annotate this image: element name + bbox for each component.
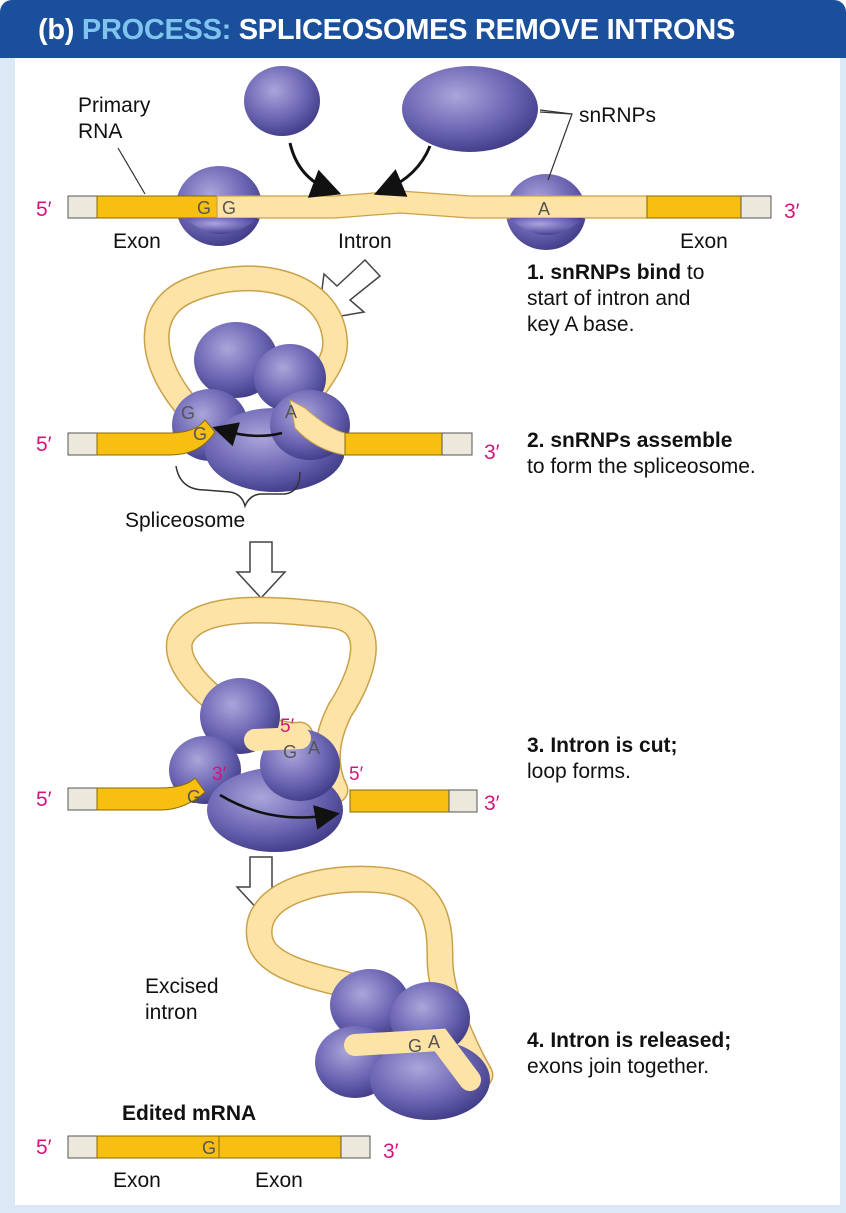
snrnps-label: snRNPs — [579, 104, 656, 127]
cap-5prime — [68, 196, 97, 218]
five-prime-label-2: 5′ — [36, 433, 52, 456]
stage-4-intron-released: G A Excised intron Edited mRNA G 5′ 3′ E… — [36, 879, 490, 1192]
step-3-line2: loop forms. — [527, 760, 631, 783]
three-prime-label-2: 3′ — [484, 441, 500, 464]
stage-2-spliceosome-assembly: G G A 5′ 3′ Spliceosome — [36, 278, 500, 532]
step-1-caption: 1. snRNPs bind to start of intron and ke… — [527, 260, 704, 338]
step-2-title: 2. snRNPs assemble — [527, 429, 732, 452]
snrnps-leader — [540, 110, 572, 180]
exon-right-mrna — [219, 1136, 341, 1158]
exon-label-mrna-left: Exon — [113, 1169, 161, 1192]
base-g-mrna: G — [202, 1138, 216, 1158]
step-4-title: 4. Intron is released; — [527, 1029, 731, 1052]
base-g-stage3-exon: G — [187, 787, 201, 807]
bind-arrow-left — [290, 143, 330, 190]
base-a-stage4: A — [428, 1032, 440, 1052]
five-prime-loop-label: 5′ — [280, 716, 295, 737]
base-g-exon-end: G — [197, 198, 211, 218]
step-1-inline: to — [681, 261, 704, 284]
step-3-title: 3. Intron is cut; — [527, 734, 678, 757]
excised-intron-label-line2: intron — [145, 1001, 198, 1024]
step-1-line2: start of intron and — [527, 287, 690, 310]
five-prime-label-1: 5′ — [36, 198, 52, 221]
bind-arrow-right — [385, 146, 430, 190]
step-2-caption: 2. snRNPs assemble to form the spliceoso… — [527, 428, 756, 480]
five-prime-exon-start-label: 5′ — [349, 764, 364, 785]
step-2-line2: to form the spliceosome. — [527, 455, 756, 478]
base-a-stage2: A — [285, 402, 297, 422]
base-g-intron-start: G — [222, 198, 236, 218]
three-prime-exon-end-label: 3′ — [212, 764, 227, 785]
stage-1-primary-rna: Primary RNA snRNPs 5′ 3′ G G A Exon Intr… — [36, 66, 800, 253]
primary-rna-leader — [118, 148, 145, 194]
spliceosome-label: Spliceosome — [125, 509, 245, 532]
stage-3-intron-cut: 5′ G A 3′ G 5′ 5′ 3′ — [36, 610, 500, 852]
cap-3prime-stage3 — [449, 790, 477, 812]
cap-3prime — [741, 196, 771, 218]
spliceosome-stage3 — [169, 678, 343, 852]
cap-3prime-stage2 — [442, 433, 472, 455]
step-1-line3: key A base. — [527, 313, 634, 336]
exon-right-stage3 — [350, 790, 449, 812]
excised-intron-label-line1: Excised — [145, 975, 219, 998]
exon-left-mrna — [97, 1136, 219, 1158]
exon-right-stage2 — [345, 433, 442, 455]
base-g-stage2-bottom: G — [193, 424, 207, 444]
snrnp-free-left — [244, 66, 320, 136]
step-1-title: 1. snRNPs bind — [527, 261, 681, 284]
cap-3prime-mrna — [341, 1136, 370, 1158]
exon-label-mrna-right: Exon — [255, 1169, 303, 1192]
three-prime-label-4: 3′ — [383, 1140, 399, 1163]
exon-label-right: Exon — [680, 230, 728, 253]
step-4-caption: 4. Intron is released; exons join togeth… — [527, 1028, 731, 1080]
intron-loop-stage3-front — [255, 738, 300, 740]
exon-right — [647, 196, 741, 218]
five-prime-label-3: 5′ — [36, 788, 52, 811]
cap-5prime-stage3 — [68, 788, 97, 810]
step-3-caption: 3. Intron is cut; loop forms. — [527, 733, 678, 785]
intron-strand — [217, 191, 647, 218]
three-prime-label-1: 3′ — [784, 200, 800, 223]
base-g-stage4: G — [408, 1036, 422, 1056]
cap-5prime-mrna — [68, 1136, 97, 1158]
cap-5prime-stage2 — [68, 433, 97, 455]
step-arrow-2 — [237, 542, 285, 598]
base-a-key: A — [538, 199, 550, 219]
base-g-stage3-loop: G — [283, 742, 297, 762]
primary-rna-label-line1: Primary — [78, 94, 151, 117]
base-g-stage2-top: G — [181, 403, 195, 423]
edited-mrna-label: Edited mRNA — [122, 1102, 256, 1125]
exon-label-left: Exon — [113, 230, 161, 253]
five-prime-label-4: 5′ — [36, 1136, 52, 1159]
three-prime-label-3: 3′ — [484, 792, 500, 815]
primary-rna-label-line2: RNA — [78, 120, 122, 143]
step-4-line2: exons join together. — [527, 1055, 709, 1078]
base-a-stage3: A — [308, 738, 320, 758]
snrnp-free-right — [402, 66, 538, 152]
intron-label: Intron — [338, 230, 392, 253]
